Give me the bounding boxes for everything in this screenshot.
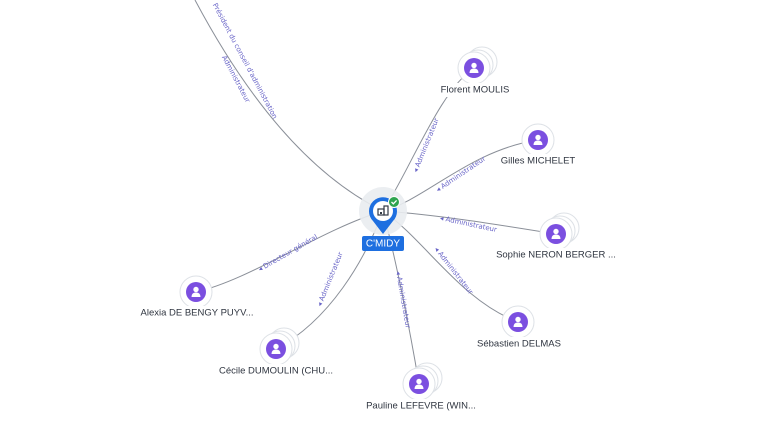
person-icon xyxy=(533,134,543,145)
edge-role-label: ◂ Administrateur xyxy=(316,251,345,308)
person-icon xyxy=(551,228,561,239)
person-name-label[interactable]: Alexia DE BENGY PUYV... xyxy=(141,308,254,319)
person-node[interactable] xyxy=(539,212,580,251)
person-icon xyxy=(513,316,523,327)
person-icon xyxy=(469,62,479,73)
building-icon xyxy=(377,205,389,216)
person-name-label[interactable]: Gilles MICHELET xyxy=(501,156,576,167)
person-name-label[interactable]: Sébastien DELMAS xyxy=(477,339,561,350)
relationship-edge: ◂ Administrateur xyxy=(382,139,539,212)
person-node[interactable] xyxy=(501,305,535,339)
company-node[interactable]: C'MIDY xyxy=(359,187,407,251)
relationship-edge: ◂ Administrateur xyxy=(382,210,557,235)
company-label-bg xyxy=(362,236,404,251)
person-icon xyxy=(191,286,201,297)
check-badge-icon xyxy=(388,196,400,208)
relationship-edge: ◂ Directeur général xyxy=(195,210,384,293)
edge-line xyxy=(195,210,384,293)
edge-role-label: ◂ Administrateur xyxy=(394,270,412,329)
person-icon xyxy=(414,378,424,389)
edge-line xyxy=(194,0,384,212)
person-name-label-wrap: Alexia DE BENGY PUYV... xyxy=(137,306,257,320)
person-name-label-bg xyxy=(497,154,579,168)
person-name-label[interactable]: Sophie NERON BERGER ... xyxy=(496,250,616,261)
person-name-label[interactable]: Cécile DUMOULIN (CHU... xyxy=(219,366,333,377)
edge-role-label: ◂ Directeur général xyxy=(257,233,319,274)
person-name-label-bg xyxy=(363,399,479,413)
person-node[interactable] xyxy=(457,46,498,85)
person-node[interactable] xyxy=(179,275,213,309)
person-name-label-wrap: Cécile DUMOULIN (CHU... xyxy=(215,364,337,378)
person-name-label-wrap: Florent MOULIS xyxy=(437,83,513,97)
offscreen-edge: Président du conseil d'administrationAdm… xyxy=(194,0,384,212)
edge-role-label: ◂ Administrateur xyxy=(412,117,441,174)
person-name-label-wrap: Pauline LEFEVRE (WIN... xyxy=(363,399,479,413)
edge-role-label: ◂ Administrateur xyxy=(435,155,488,194)
person-name-label-bg xyxy=(474,337,564,351)
person-name-label-bg xyxy=(437,83,513,97)
person-name-label[interactable]: Pauline LEFEVRE (WIN... xyxy=(366,401,476,412)
relationship-edge: ◂ Administrateur xyxy=(275,210,384,350)
person-name-label-wrap: Sébastien DELMAS xyxy=(474,337,564,351)
person-node[interactable] xyxy=(521,123,555,157)
person-name-label-wrap: Sophie NERON BERGER ... xyxy=(493,248,619,262)
person-name-label-wrap: Gilles MICHELET xyxy=(497,154,579,168)
person-name-label[interactable]: Florent MOULIS xyxy=(441,85,510,96)
person-node[interactable] xyxy=(259,327,300,366)
edge-role-label: ◂ Administrateur xyxy=(439,214,497,234)
edge-role-label: ◂ Administrateur xyxy=(433,245,475,296)
person-node[interactable] xyxy=(402,362,443,401)
person-name-label-bg xyxy=(137,306,257,320)
person-icon xyxy=(271,343,281,354)
company-name-label[interactable]: C'MIDY xyxy=(366,239,400,250)
person-name-label-bg xyxy=(493,248,619,262)
person-name-label-bg xyxy=(215,364,337,378)
